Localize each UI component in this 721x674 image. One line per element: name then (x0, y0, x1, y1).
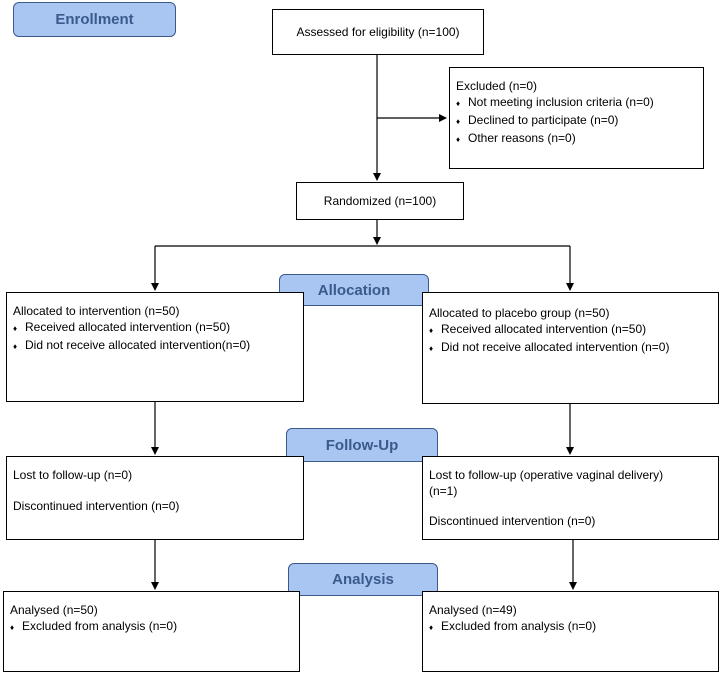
bullet-icon: ♦ (10, 623, 15, 632)
allocation-right-item: ♦Did not receive allocated intervention … (429, 339, 712, 357)
bullet-icon: ♦ (429, 623, 434, 632)
stage-enrollment: Enrollment (13, 2, 176, 37)
allocation-left-box: Allocated to intervention (n=50) ♦Receiv… (6, 292, 304, 402)
randomized-text: Randomized (n=100) (323, 194, 437, 208)
excluded-item: ♦Declined to participate (n=0) (456, 112, 697, 130)
analysis-right-title: Analysed (n=49) (429, 603, 517, 617)
bullet-icon: ♦ (456, 117, 461, 126)
bullet-icon: ♦ (13, 342, 18, 351)
allocation-right-item: ♦Received allocated intervention (n=50) (429, 321, 712, 339)
randomized-box: Randomized (n=100) (296, 182, 464, 220)
excluded-box: Excluded (n=0) ♦Not meeting inclusion cr… (449, 67, 704, 169)
excluded-item: ♦Other reasons (n=0) (456, 130, 697, 148)
followup-left-discontinued: Discontinued intervention (n=0) (13, 499, 180, 513)
stage-allocation: Allocation (279, 274, 429, 306)
followup-left-lost: Lost to follow-up (n=0) (13, 468, 133, 482)
bullet-icon: ♦ (456, 135, 461, 144)
analysis-right-box: Analysed (n=49) ♦Excluded from analysis … (422, 591, 719, 672)
analysis-left-item: ♦Excluded from analysis (n=0) (10, 618, 293, 636)
followup-right-box: Lost to follow-up (operative vaginal del… (422, 456, 719, 540)
excluded-item: ♦Not meeting inclusion criteria (n=0) (456, 94, 697, 112)
assessed-box: Assessed for eligibility (n=100) (272, 9, 484, 55)
analysis-right-item: ♦Excluded from analysis (n=0) (429, 618, 712, 636)
analysis-left-box: Analysed (n=50) ♦Excluded from analysis … (3, 591, 300, 672)
bullet-icon: ♦ (429, 326, 434, 335)
allocation-left-item: ♦Received allocated intervention (n=50) (13, 319, 297, 337)
followup-right-discontinued: Discontinued intervention (n=0) (429, 514, 596, 528)
allocation-left-title: Allocated to intervention (n=50) (13, 304, 180, 318)
bullet-icon: ♦ (13, 324, 18, 333)
assessed-text: Assessed for eligibility (n=100) (296, 25, 460, 39)
bullet-icon: ♦ (456, 99, 461, 108)
stage-analysis: Analysis (288, 563, 438, 596)
bullet-icon: ♦ (429, 344, 434, 353)
analysis-left-title: Analysed (n=50) (10, 603, 98, 617)
allocation-right-title: Allocated to placebo group (n=50) (429, 306, 610, 320)
followup-left-box: Lost to follow-up (n=0) Discontinued int… (6, 456, 304, 540)
allocation-right-box: Allocated to placebo group (n=50) ♦Recei… (422, 292, 719, 404)
stage-followup: Follow-Up (286, 428, 438, 462)
followup-right-lost-line2: (n=1) (429, 484, 458, 498)
followup-right-lost-line1: Lost to follow-up (operative vaginal del… (429, 468, 664, 482)
allocation-left-item: ♦Did not receive allocated intervention(… (13, 337, 297, 355)
excluded-title: Excluded (n=0) (456, 79, 538, 93)
